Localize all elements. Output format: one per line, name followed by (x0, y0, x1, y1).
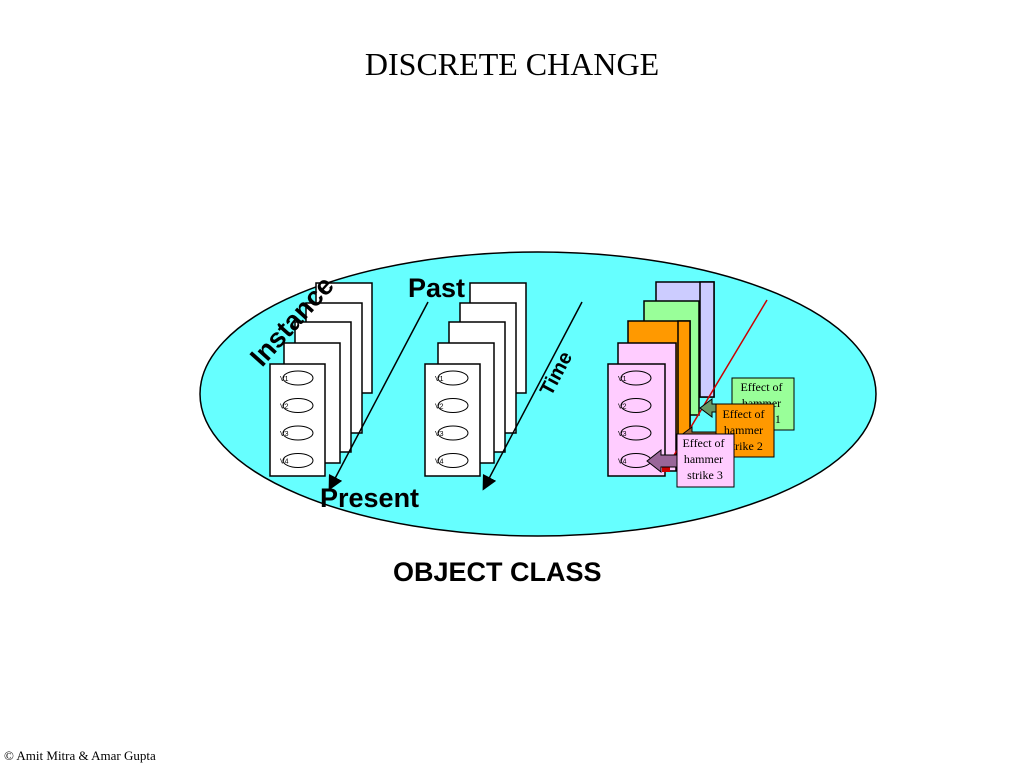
past-label: Past (408, 273, 465, 303)
time-arrow-1 (328, 301, 429, 491)
slide-title: DISCRETE CHANGE (364, 46, 660, 82)
variable-label: V4 (435, 459, 444, 466)
variable-oval (282, 370, 314, 386)
variable-oval (282, 453, 314, 468)
variable-oval (437, 425, 469, 441)
variable-label: V1 (618, 376, 627, 383)
variable-oval (437, 398, 469, 413)
present-label: Present (320, 483, 419, 513)
variable-oval (620, 425, 652, 441)
time-arrow-2 (482, 301, 583, 491)
effect-strike-3: Effect of hammer strike 3 (646, 433, 735, 488)
effect-text: Effect of hammer strike 3 (682, 436, 727, 482)
variable-label: V2 (435, 404, 444, 411)
variable-label: V2 (280, 404, 289, 411)
variable-label: V3 (280, 431, 289, 438)
variable-oval (282, 398, 314, 413)
variable-label: V1 (280, 376, 289, 383)
variable-label: V2 (618, 404, 627, 411)
variable-oval (620, 370, 652, 386)
variable-label: V3 (435, 431, 444, 438)
variable-oval (620, 398, 652, 413)
copyright-notice: © Amit Mitra & Amar Gupta (4, 748, 156, 763)
variable-label: V4 (618, 459, 627, 466)
instance-card-front (269, 363, 326, 477)
instance-card-front (424, 363, 481, 477)
variable-oval (437, 370, 469, 386)
variable-oval (437, 453, 469, 468)
variable-label: V1 (435, 376, 444, 383)
object-class-label: OBJECT CLASS (393, 557, 602, 587)
variable-label: V3 (618, 431, 627, 438)
variable-oval (282, 425, 314, 441)
effect-text: Effect of hammer strike 2 (722, 407, 767, 453)
variable-label: V4 (280, 459, 289, 466)
